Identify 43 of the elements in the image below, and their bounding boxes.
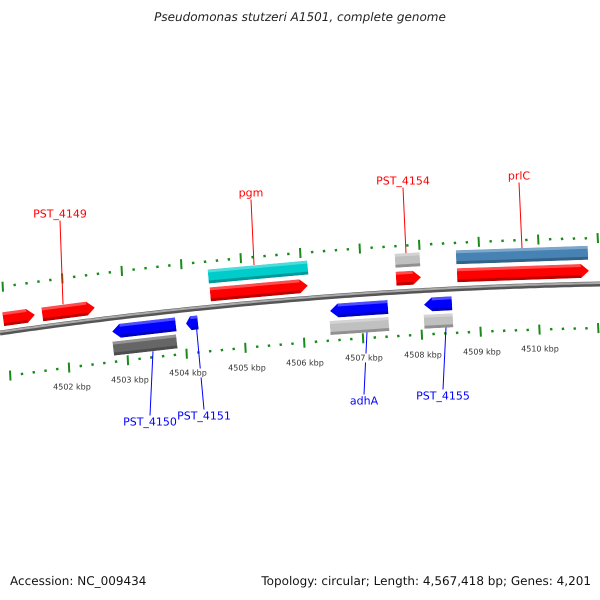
gene-bar	[456, 246, 588, 264]
gene-label: prlC	[508, 170, 530, 182]
tick-label: 4509 kbp	[462, 347, 502, 356]
gene-feature	[330, 300, 388, 318]
gene-bar	[394, 252, 420, 268]
gene-feature	[185, 315, 199, 331]
gene-feature	[2, 308, 36, 326]
accession-text: Accession: NC_009434	[10, 574, 146, 588]
gene-feature	[424, 296, 452, 312]
gene-bar	[424, 312, 454, 328]
tick-label: 4507 kbp	[344, 354, 384, 363]
gene-feature	[41, 300, 96, 321]
gene-label: PST_4155	[416, 390, 470, 402]
title: Pseudomonas stutzeri A1501, complete genome	[153, 10, 447, 24]
tick-label: 4506 kbp	[285, 358, 325, 368]
leader-line	[518, 182, 522, 249]
tick-label: 4508 kbp	[403, 350, 443, 360]
leader-line	[250, 199, 254, 266]
gene-feature	[396, 270, 422, 286]
gene-label: PST_4150	[123, 416, 177, 428]
leader-line	[196, 329, 204, 410]
gene-label: pgm	[238, 186, 264, 200]
leader-line	[442, 326, 446, 390]
gene-bar	[330, 316, 390, 335]
leader-line	[402, 187, 406, 254]
gene-feature	[210, 278, 308, 301]
genome-stats-text: Topology: circular; Length: 4,567,418 bp; Genes: 4,201	[261, 574, 591, 588]
gene-bar	[112, 334, 178, 356]
gene-label: PST_4154	[376, 174, 430, 188]
tick-label: 4502 kbp	[52, 382, 92, 392]
gene-feature	[111, 318, 177, 339]
tick-label: 4503 kbp	[110, 375, 150, 384]
tick-label: 4505 kbp	[227, 363, 267, 372]
tick-label: 4510 kbp	[520, 344, 560, 354]
leader-line	[364, 332, 368, 395]
tick-label: 4504 kbp	[168, 368, 208, 378]
gene-feature	[456, 264, 590, 282]
gene-label: PST_4149	[33, 208, 87, 220]
leader-line	[60, 220, 64, 305]
gene-bar	[208, 260, 308, 284]
gene-label: PST_4151	[177, 410, 231, 422]
gene-label: adhA	[350, 394, 378, 408]
leader-line	[150, 350, 154, 416]
